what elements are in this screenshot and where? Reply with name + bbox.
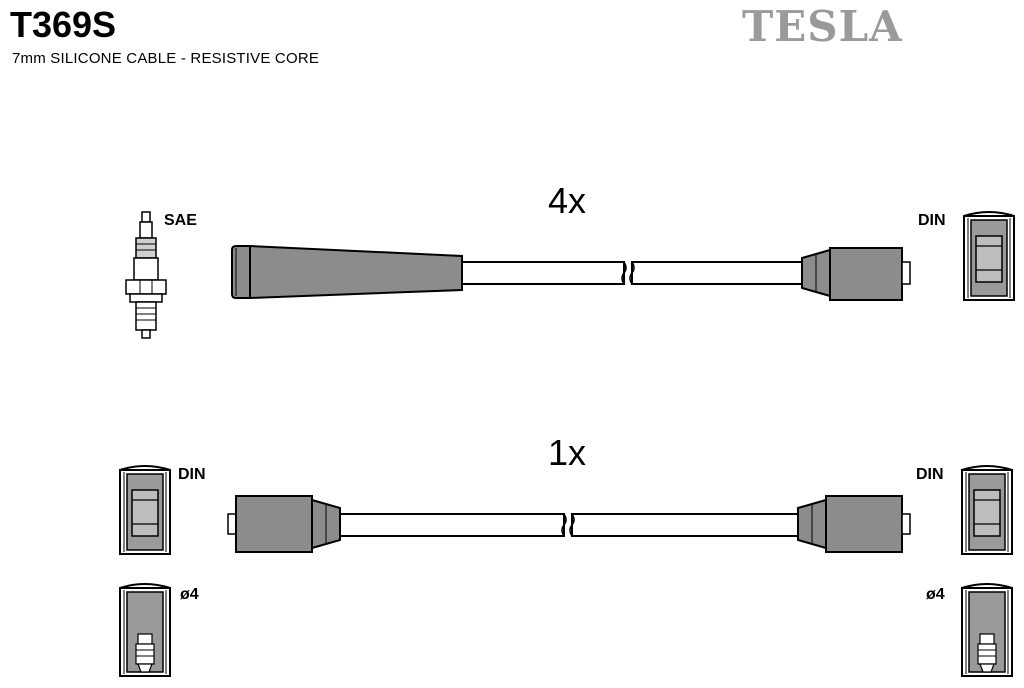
d4-cap-icon-left xyxy=(119,583,171,677)
din-label-top-right: DIN xyxy=(918,212,946,229)
lead-2-left-boot xyxy=(227,495,341,553)
lead-2-right-boot xyxy=(797,495,911,553)
d4-label-left: ø4 xyxy=(180,586,199,603)
brand-logo: TESLA xyxy=(742,2,903,51)
part-number: T369S xyxy=(10,4,117,45)
d4-cap-icon-right xyxy=(961,583,1013,677)
spark-plug-icon xyxy=(125,211,167,339)
lead-1-plug-boot xyxy=(231,244,463,300)
din-label-bottom-right: DIN xyxy=(916,466,944,483)
lead-1-quantity: 4x xyxy=(548,180,587,221)
cable-description: 7mm SILICONE CABLE - RESISTIVE CORE xyxy=(12,50,320,67)
d4-label-right: ø4 xyxy=(926,586,945,603)
lead-1-din-boot xyxy=(801,247,911,301)
lead-2-quantity: 1x xyxy=(548,432,587,473)
sae-label: SAE xyxy=(164,212,197,229)
lead-1-cable xyxy=(461,261,803,285)
din-cap-icon-bottom-right xyxy=(961,465,1013,555)
din-cap-icon-top-right xyxy=(963,211,1015,301)
din-label-bottom-left: DIN xyxy=(178,466,206,483)
lead-2-cable xyxy=(339,513,799,537)
din-cap-icon-bottom-left xyxy=(119,465,171,555)
